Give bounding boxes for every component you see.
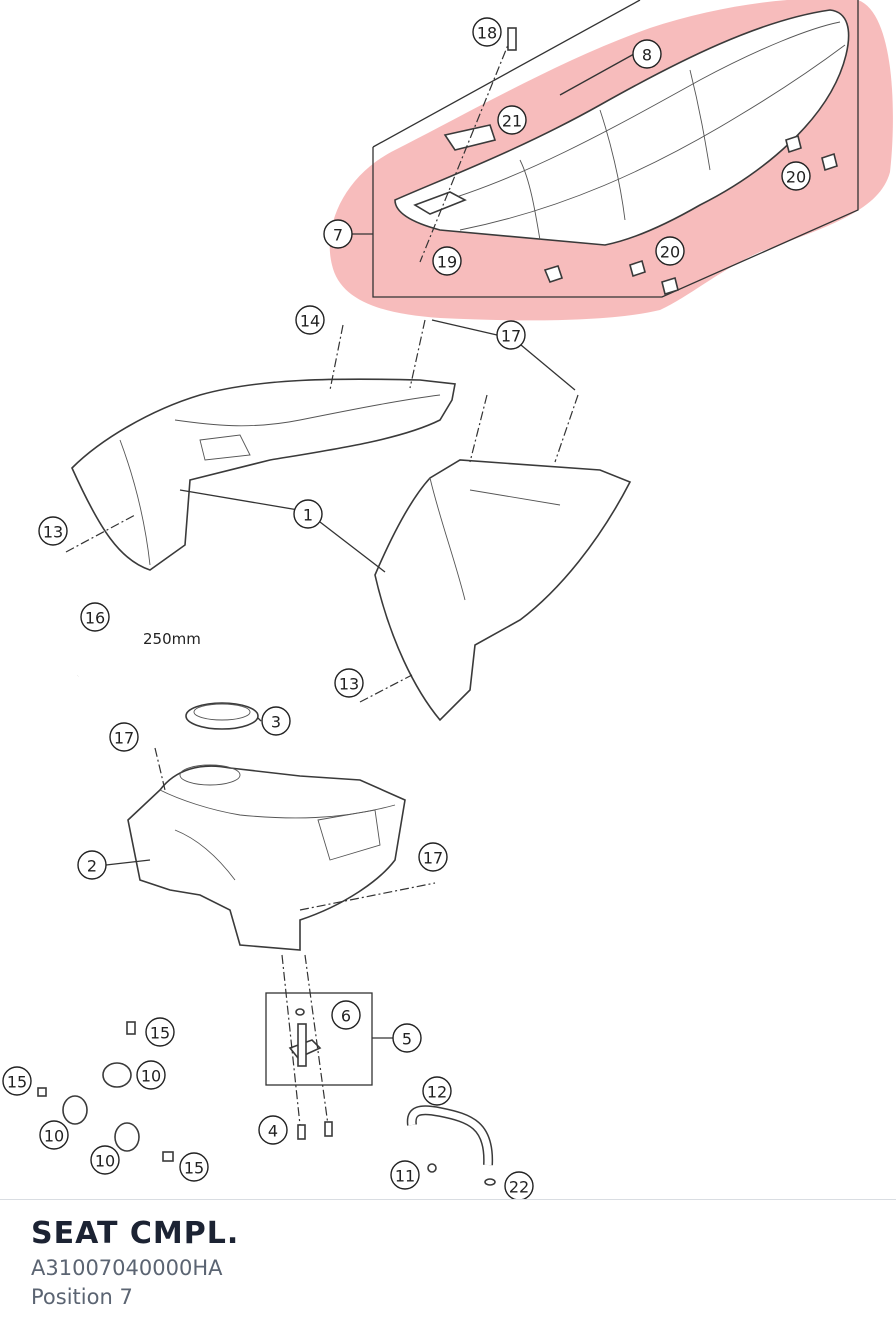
- callout-6[interactable]: 6: [331, 1000, 361, 1030]
- callout-13[interactable]: 13: [38, 516, 68, 546]
- callout-label: 17: [423, 849, 443, 868]
- callout-label: 4: [268, 1122, 278, 1141]
- callout-label: 2: [87, 857, 97, 876]
- callout-2[interactable]: 2: [77, 850, 107, 880]
- fuel-tap-assembly[interactable]: [265, 954, 393, 1140]
- callout-label: 20: [660, 243, 680, 262]
- fuel-hose[interactable]: [75, 593, 231, 678]
- callout-label: 18: [477, 24, 497, 43]
- callout-label: 15: [7, 1073, 27, 1092]
- callout-label: 16: [85, 609, 105, 628]
- callout-15[interactable]: 15: [2, 1066, 32, 1096]
- callout-4[interactable]: 4: [258, 1115, 288, 1145]
- side-panels[interactable]: [65, 319, 632, 722]
- part-number: A31007040000HA: [31, 1256, 223, 1280]
- callout-label: 22: [509, 1178, 529, 1197]
- callout-label: 10: [141, 1067, 161, 1086]
- callout-17[interactable]: 17: [109, 722, 139, 752]
- callout-layer: 18 8 21 20 7 20 19 14 17 1 13 16 13 3 17 2 17 6 5 15 10 15 12 1…: [2, 17, 811, 1200]
- callout-5[interactable]: 5: [392, 1023, 422, 1053]
- fuel-tank[interactable]: [105, 747, 436, 951]
- callout-19[interactable]: 19: [432, 246, 462, 276]
- callout-8[interactable]: 8: [632, 39, 662, 69]
- callout-10[interactable]: 10: [39, 1120, 69, 1150]
- divider: [0, 1199, 896, 1200]
- fuel-cap[interactable]: [185, 702, 262, 730]
- callout-10[interactable]: 10: [136, 1060, 166, 1090]
- callout-label: 7: [333, 226, 343, 245]
- hose-length-label: 250mm: [143, 630, 201, 648]
- callout-22[interactable]: 22: [504, 1171, 534, 1200]
- callout-label: 12: [427, 1083, 447, 1102]
- part-info-panel: SEAT CMPL. A31007040000HA Position 7: [31, 1214, 239, 1312]
- callout-label: 3: [271, 713, 281, 732]
- callout-label: 13: [43, 523, 63, 542]
- callout-20[interactable]: 20: [781, 161, 811, 191]
- callout-15[interactable]: 15: [179, 1152, 209, 1182]
- callout-label: 11: [395, 1167, 415, 1186]
- callout-17[interactable]: 17: [418, 842, 448, 872]
- callout-16[interactable]: 16: [80, 602, 110, 632]
- callout-label: 17: [114, 729, 134, 748]
- callout-12[interactable]: 12: [422, 1076, 452, 1106]
- callout-label: 8: [642, 46, 652, 65]
- callout-label: 21: [502, 112, 522, 131]
- callout-14[interactable]: 14: [295, 305, 325, 335]
- callout-label: 10: [95, 1152, 115, 1171]
- callout-18[interactable]: 18: [472, 17, 502, 47]
- callout-15[interactable]: 15: [145, 1017, 175, 1047]
- callout-1[interactable]: 1: [293, 499, 323, 529]
- breather-hose[interactable]: [406, 1105, 496, 1186]
- callout-label: 5: [402, 1030, 412, 1049]
- callout-17[interactable]: 17: [496, 320, 526, 350]
- callout-label: 1: [303, 506, 313, 525]
- callout-label: 20: [786, 168, 806, 187]
- rubber-dampers[interactable]: [37, 1021, 174, 1162]
- callout-21[interactable]: 21: [497, 105, 527, 135]
- callout-3[interactable]: 3: [261, 706, 291, 736]
- callout-10[interactable]: 10: [90, 1145, 120, 1175]
- callout-label: 6: [341, 1007, 351, 1026]
- callout-label: 13: [339, 675, 359, 694]
- callout-7[interactable]: 7: [323, 219, 353, 249]
- callout-13[interactable]: 13: [334, 668, 364, 698]
- callout-label: 15: [184, 1159, 204, 1178]
- part-position: Position 7: [31, 1285, 133, 1309]
- part-title: SEAT CMPL.: [31, 1216, 240, 1251]
- seat-assembly[interactable]: [352, 0, 859, 298]
- callout-11[interactable]: 11: [390, 1160, 420, 1190]
- callout-label: 15: [150, 1024, 170, 1043]
- callout-label: 14: [300, 312, 320, 331]
- callout-20[interactable]: 20: [655, 236, 685, 266]
- callout-label: 19: [437, 253, 457, 272]
- callout-label: 17: [501, 327, 521, 346]
- callout-label: 10: [44, 1127, 64, 1146]
